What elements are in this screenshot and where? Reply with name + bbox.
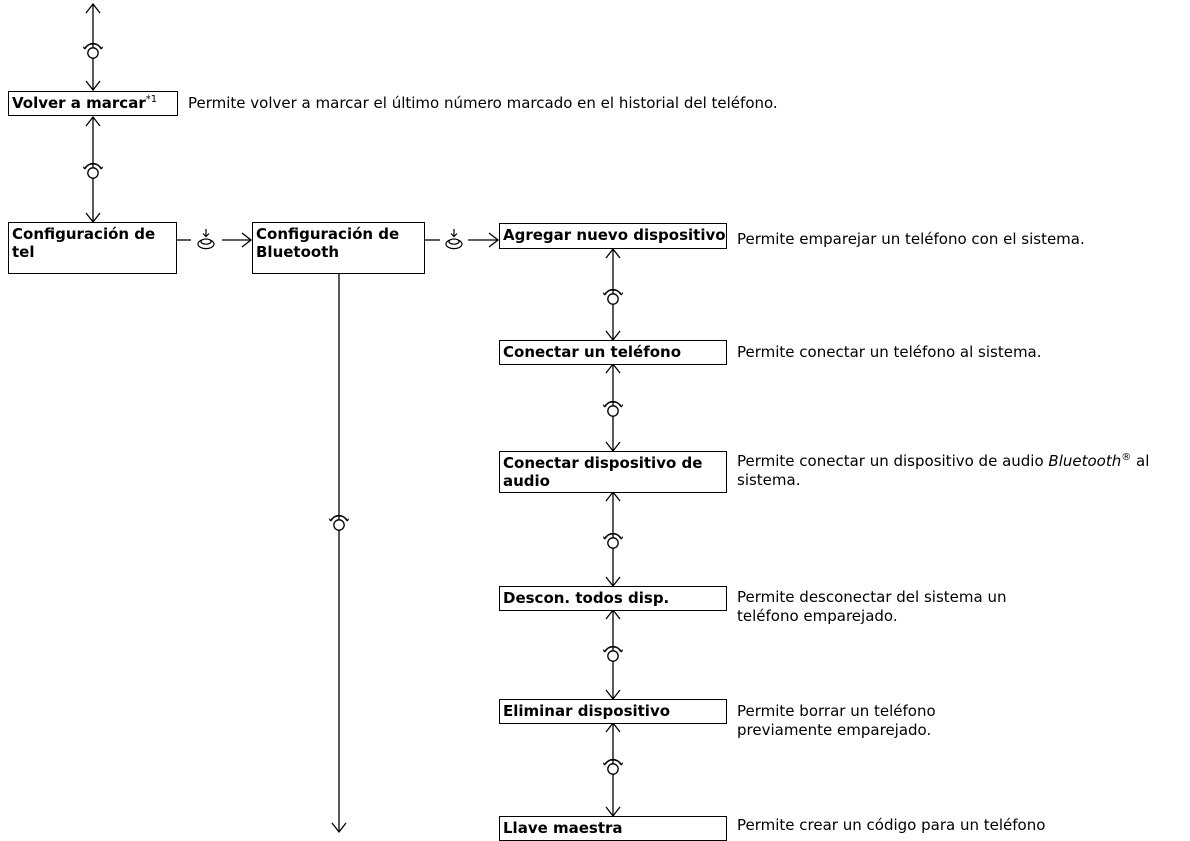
connect-phone-label: Conectar un teléfono bbox=[503, 343, 682, 361]
redial-footnote: *1 bbox=[145, 94, 158, 105]
phone-setup-label: Configuración de tel bbox=[12, 225, 156, 261]
connect-audio-desc-end: al sistema. bbox=[737, 452, 1150, 489]
phone-setup-box: Configuración de tel bbox=[8, 222, 177, 274]
delete-device-label: Eliminar dispositivo bbox=[503, 702, 671, 720]
connect-audio-label: Conectar dispositivo de audio bbox=[503, 454, 703, 490]
connect-phone-box: Conectar un teléfono bbox=[499, 340, 727, 365]
connect-phone-description: Permite conectar un teléfono al sistema. bbox=[737, 343, 1042, 361]
press-knob-icon bbox=[197, 228, 215, 250]
connect-audio-description: Permite conectar un dispositivo de audio… bbox=[737, 452, 1177, 490]
add-device-box: Agregar nuevo dispositivo bbox=[499, 223, 727, 249]
bluetooth-brand-text: Bluetooth bbox=[1048, 452, 1122, 470]
bluetooth-setup-box: Configuración de Bluetooth bbox=[252, 222, 425, 274]
passkey-box: Llave maestra bbox=[499, 816, 727, 841]
redial-label: Volver a marcar bbox=[12, 94, 146, 112]
add-device-description: Permite emparejar un teléfono con el sis… bbox=[737, 230, 1085, 248]
connect-audio-box: Conectar dispositivo de audio bbox=[499, 451, 727, 493]
disconnect-all-description: Permite desconectar del sistema un teléf… bbox=[737, 588, 1007, 625]
delete-device-box: Eliminar dispositivo bbox=[499, 699, 727, 724]
redial-box: Volver a marcar*1 bbox=[8, 91, 178, 116]
registered-mark: ® bbox=[1121, 452, 1132, 463]
redial-description: Permite volver a marcar el último número… bbox=[188, 94, 778, 112]
disconnect-all-box: Descon. todos disp. bbox=[499, 586, 727, 611]
delete-device-description: Permite borrar un teléfono previamente e… bbox=[737, 702, 936, 739]
connect-audio-desc-text: Permite conectar un dispositivo de audio bbox=[737, 452, 1049, 470]
passkey-description: Permite crear un código para un teléfono bbox=[737, 816, 1046, 834]
disconnect-all-label: Descon. todos disp. bbox=[503, 589, 670, 607]
bluetooth-setup-label: Configuración de Bluetooth bbox=[256, 225, 400, 261]
passkey-label: Llave maestra bbox=[503, 819, 623, 837]
add-device-label: Agregar nuevo dispositivo bbox=[503, 226, 726, 244]
press-knob-icon bbox=[445, 228, 463, 250]
